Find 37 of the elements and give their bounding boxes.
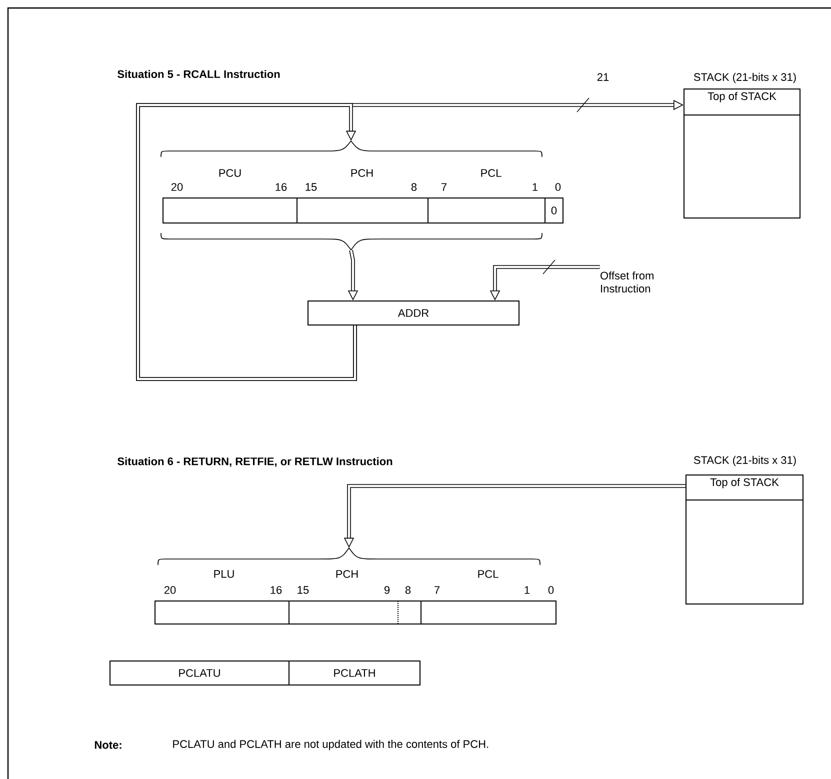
note-label: Note: (94, 741, 122, 749)
bus-width-label: 21 (597, 73, 609, 81)
bit-number: 7 (442, 183, 446, 191)
bit-number: 16 (270, 586, 282, 594)
bit-number: 7 (434, 586, 440, 594)
stack-box: Top of STACK (684, 88, 800, 218)
stack-label: STACK (21-bits x 31) (694, 72, 796, 84)
register-bar (154, 548, 556, 624)
bit-number: 1 (532, 183, 538, 191)
bus-arrow (136, 103, 357, 381)
stack-label: STACK (21-bits x 31) (694, 456, 796, 466)
register-box: PCLATH (288, 660, 420, 686)
bit-number: 0 (555, 183, 561, 191)
bit-number: 8 (405, 586, 411, 594)
bit-number: 20 (164, 586, 176, 594)
field-label: PCH (336, 570, 358, 578)
register-box: PCLATU (110, 660, 290, 686)
bit-number: 8 (411, 183, 417, 191)
field-label: PCL (481, 169, 502, 177)
bit-cell: 0 (544, 198, 564, 224)
field-label: PLU (214, 570, 234, 578)
offset-label: Offset from Instruction (600, 271, 654, 293)
bit-number: 20 (171, 183, 183, 191)
section-heading: Situation 6 - RETURN, RETFIE, or RETLW Instruction (118, 457, 392, 467)
field-label: PCL (478, 570, 498, 578)
section-heading: Situation 5 - RCALL Instruction (118, 70, 280, 78)
bit-number: 9 (384, 586, 390, 594)
bit-number: 15 (298, 586, 309, 594)
field-label: PCU (219, 169, 241, 177)
field-label: PCH (351, 169, 373, 177)
note-text: PCLATU and PCLATH are not updated with the contents of PCH. (173, 740, 488, 750)
bit-number: 15 (306, 183, 317, 191)
bit-number: 16 (276, 183, 287, 191)
addr-box: ADDR (308, 300, 520, 326)
bit-number: 0 (548, 586, 554, 594)
stack-box: Top of STACK (686, 474, 804, 604)
bit-number: 1 (524, 586, 530, 594)
